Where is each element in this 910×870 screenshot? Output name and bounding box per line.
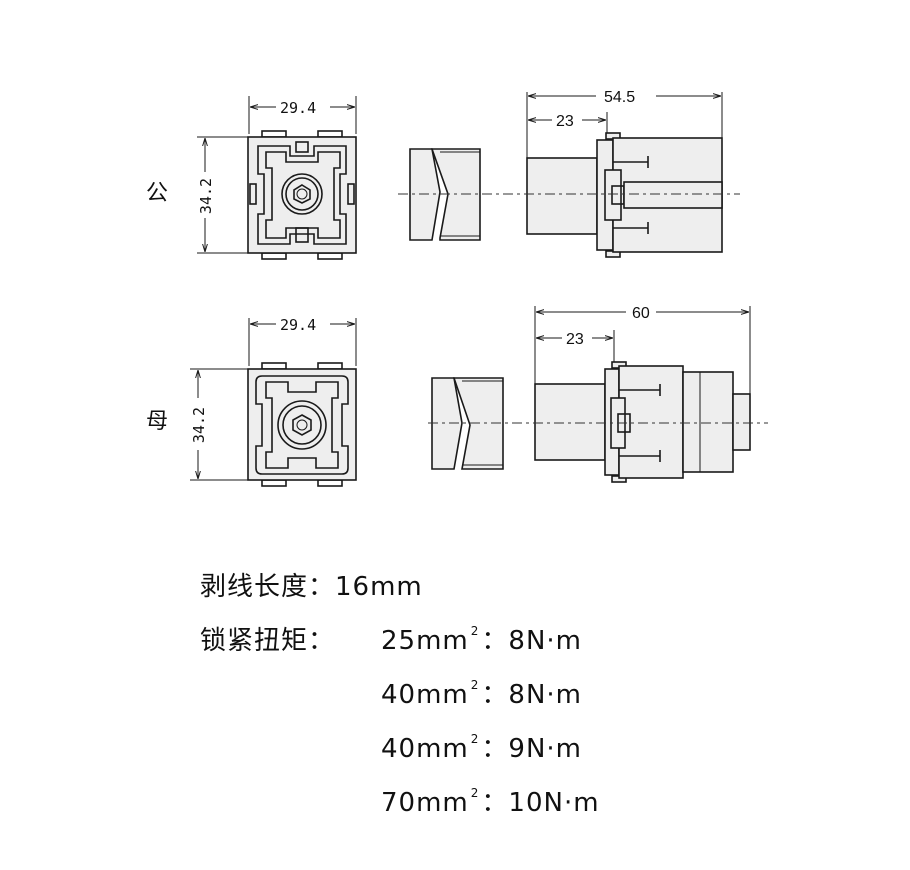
torque-size: 40mm	[381, 680, 469, 710]
female-front-view: 29.4 34.2	[190, 316, 357, 487]
torque-size-sup: 2	[470, 624, 480, 638]
male-height-dim: 34.2	[197, 178, 215, 214]
male-side-view: 54.5 23	[526, 89, 723, 258]
torque-size-sup: 2	[470, 786, 480, 800]
female-side-view: 60 23	[534, 305, 751, 483]
strip-length-label: 剥线长度：	[200, 572, 336, 602]
torque-sep: ：	[481, 788, 509, 818]
male-front-view: 29.4 34.2	[197, 96, 357, 260]
torque-value: 10N·m	[508, 788, 600, 818]
male-width-dim: 29.4	[280, 99, 316, 117]
male-strip-dim: 23	[556, 113, 574, 130]
female-length-dim: 60	[632, 305, 650, 322]
torque-label: 锁紧扭矩：	[200, 626, 336, 656]
strip-length-value: 16mm	[335, 572, 423, 602]
female-height-dim: 34.2	[190, 407, 208, 443]
male-label: 公	[146, 181, 168, 206]
female-width-dim: 29.4	[280, 316, 316, 334]
torque-size-sup: 2	[470, 732, 480, 746]
female-label: 母	[146, 409, 168, 434]
torque-value: 9N·m	[508, 734, 582, 764]
torque-size: 70mm	[381, 788, 469, 818]
strip-length-line: 剥线长度：16mm	[200, 566, 423, 603]
torque-value: 8N·m	[508, 626, 582, 656]
technical-drawing: 公 29.4 34.2	[146, 89, 768, 487]
male-length-dim: 54.5	[604, 89, 635, 106]
torque-size: 25mm	[381, 626, 469, 656]
torque-value: 8N·m	[508, 680, 582, 710]
torque-sep: ：	[481, 734, 509, 764]
torque-sep: ：	[481, 680, 509, 710]
female-strip-dim: 23	[566, 331, 584, 348]
torque-size-sup: 2	[470, 678, 480, 692]
torque-size: 40mm	[381, 734, 469, 764]
torque-sep: ：	[481, 626, 509, 656]
